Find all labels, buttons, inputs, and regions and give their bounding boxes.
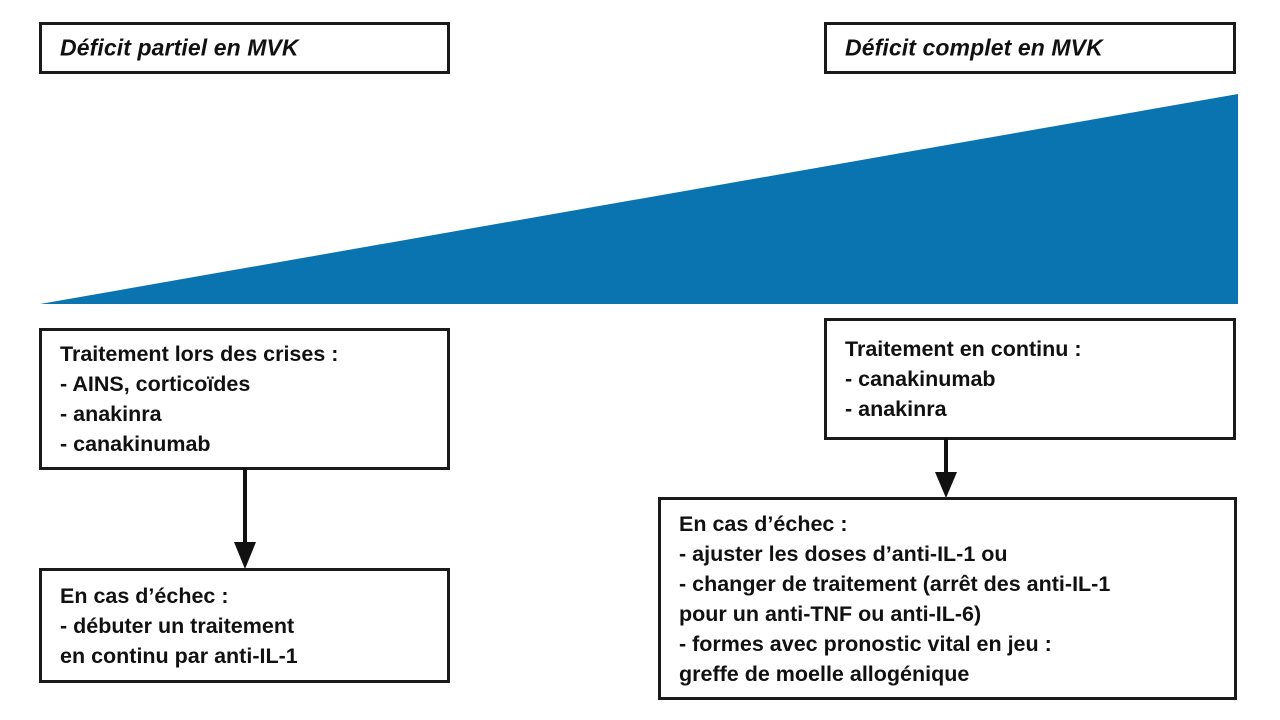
treatment-crisis-item-3: - canakinumab (60, 432, 211, 456)
treatment-crisis-item-2: - anakinra (60, 402, 162, 426)
failure-right-item-4: - formes avec pronostic vital en jeu : (679, 631, 1052, 656)
failure-box-right: En cas d’échec : - ajuster les doses d’a… (658, 497, 1237, 700)
severity-gradient-wedge (38, 92, 1240, 306)
failure-left-heading: En cas d’échec : (60, 583, 229, 608)
treatment-box-continuous: Traitement en continu : - canakinumab - … (824, 318, 1236, 440)
treatment-crisis-item-1: - AINS, corticoïdes (60, 372, 251, 396)
failure-right-item-3: pour un anti-TNF ou anti-IL-6) (679, 601, 982, 626)
header-label-partial-deficiency: Déficit partiel en MVK (60, 34, 299, 61)
failure-right-heading: En cas d’échec : (679, 511, 848, 536)
treatment-continuous-heading: Traitement en continu : (845, 337, 1082, 361)
failure-right-item-1: - ajuster les doses d’anti-IL-1 ou (679, 541, 1008, 566)
failure-right-item-5: greffe de moelle allogénique (679, 661, 970, 686)
failure-left-item-1: - débuter un traitement (60, 613, 295, 638)
failure-right-item-2: - changer de traitement (arrêt des anti-… (679, 571, 1111, 596)
failure-left-item-2: en continu par anti-IL-1 (60, 643, 298, 668)
failure-box-left: En cas d’échec : - débuter un traitement… (39, 568, 450, 683)
down-arrow-icon-left (231, 468, 259, 570)
treatment-box-crisis: Traitement lors des crises : - AINS, cor… (39, 328, 450, 470)
header-box-complete-deficiency: Déficit complet en MVK (824, 22, 1236, 74)
down-arrow-icon-right (932, 438, 960, 499)
header-label-complete-deficiency: Déficit complet en MVK (845, 34, 1103, 61)
treatment-crisis-heading: Traitement lors des crises : (60, 342, 339, 366)
header-box-partial-deficiency: Déficit partiel en MVK (39, 22, 450, 74)
treatment-continuous-item-1: - canakinumab (845, 367, 996, 391)
treatment-continuous-item-2: - anakinra (845, 397, 947, 421)
